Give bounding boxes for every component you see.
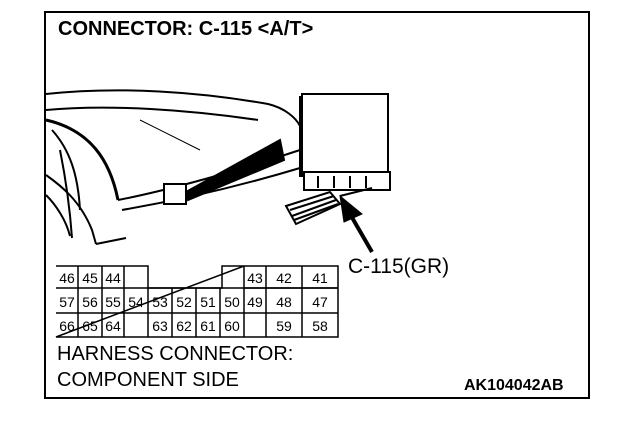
pin-label: 44 — [105, 270, 121, 286]
pin-label: 50 — [224, 294, 240, 310]
callout-arrow — [339, 194, 374, 254]
pin-label: 55 — [105, 294, 121, 310]
caption-line-1: HARNESS CONNECTOR: — [57, 343, 294, 365]
dashboard-drawing — [45, 89, 301, 245]
pin-label: 45 — [82, 270, 98, 286]
pin-label: 49 — [247, 294, 263, 310]
pin-label: 43 — [247, 270, 263, 286]
pin-label: 41 — [312, 270, 328, 286]
pin-label: 52 — [176, 294, 192, 310]
pin-label: 60 — [224, 318, 240, 334]
pin-label: 42 — [276, 270, 292, 286]
harness-connector-face — [55, 265, 339, 338]
pin-label: 51 — [200, 294, 216, 310]
pin-label: 48 — [276, 294, 292, 310]
pin-label: 62 — [176, 318, 192, 334]
pin-label: 61 — [200, 318, 216, 334]
pin-label: 58 — [312, 318, 328, 334]
pin-label: 66 — [59, 318, 75, 334]
diagram-title: CONNECTOR: C-115 <A/T> — [58, 18, 314, 40]
pin-label: 57 — [59, 294, 75, 310]
pin-label: 46 — [59, 270, 75, 286]
pin-label: 56 — [82, 294, 98, 310]
pin-label: 54 — [128, 294, 144, 310]
pin-label: 63 — [152, 318, 168, 334]
pin-label: 47 — [312, 294, 328, 310]
pin-label: 59 — [276, 318, 292, 334]
connector-location-marker — [163, 138, 286, 205]
pin-labels: 46 45 44 43 42 41 57 56 55 54 53 52 51 5… — [59, 270, 328, 334]
pin-label: 65 — [82, 318, 98, 334]
figure-code: AK104042AB — [464, 377, 564, 394]
caption-line-2: COMPONENT SIDE — [57, 369, 239, 391]
control-unit-drawing — [284, 93, 391, 226]
connector-callout-label: C-115(GR) — [348, 255, 450, 278]
pin-label: 64 — [105, 318, 121, 334]
pin-label: 53 — [152, 294, 168, 310]
